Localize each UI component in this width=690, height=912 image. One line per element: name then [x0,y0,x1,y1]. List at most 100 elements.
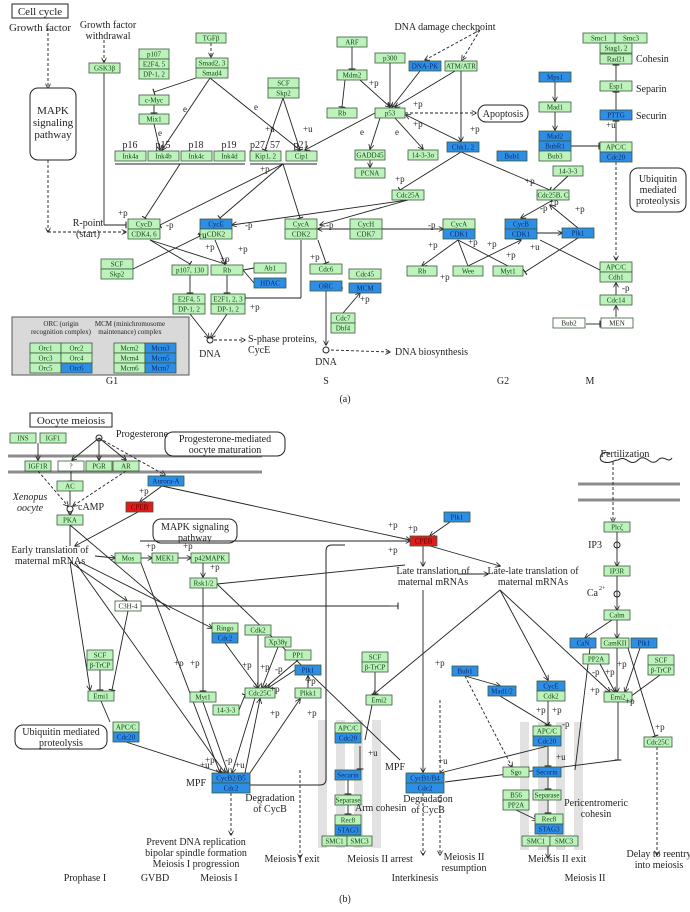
gene-box[interactable] [599,151,633,163]
gene-node-a-rb2[interactable]: Rb [210,264,244,276]
gene-box[interactable] [354,167,386,179]
gene-node-b-igf1r[interactable]: IGF1R [24,460,52,472]
gene-node-b-q[interactable]: ? [57,460,85,472]
gene-node-l-mcm5[interactable]: Mcm5 [144,352,177,364]
gene-node-a-gsk3b[interactable]: GSK3β [88,62,121,74]
gene-node-b-smc3b[interactable]: SMC3 [549,835,579,847]
gene-box[interactable] [599,80,633,92]
gene-node-a-cip[interactable]: Cip1 [285,150,318,162]
gene-node-l-mcm4[interactable]: Mcm4 [113,352,146,364]
gene-box[interactable] [213,150,246,162]
gene-box[interactable] [253,277,287,289]
gene-box[interactable] [496,150,528,162]
gene-node-b-cdk2[interactable]: Cdk2 [244,624,272,636]
gene-box[interactable] [24,460,52,472]
gene-box[interactable] [536,690,566,702]
gene-box[interactable] [56,514,84,526]
gene-box[interactable] [86,659,114,671]
gene-box[interactable] [405,782,445,794]
gene-box[interactable] [534,823,564,835]
gene-node-b-ar[interactable]: AR [112,460,140,472]
gene-node-a-cdc14[interactable]: Cdc14 [599,294,633,306]
gene-box[interactable] [536,189,570,201]
gene-node-b-can[interactable]: CaN [569,637,597,649]
gene-node-b-camkii[interactable]: CamKII [600,637,630,649]
gene-node-b-sgo[interactable]: Sgo [502,766,530,778]
gene-box[interactable] [643,736,673,748]
gene-node-b-cdc25c1[interactable]: Cdc25C [244,687,276,699]
gene-box[interactable] [532,735,562,747]
gene-box[interactable] [9,432,37,444]
gene-node-b-mek1[interactable]: MEK1 [151,552,179,564]
gene-node-a-e2f123[interactable]: E2F1, 2, 3DP-1, 2 [210,293,246,315]
gene-box[interactable] [309,263,343,275]
gene-box[interactable] [442,228,476,240]
gene-box[interactable] [195,32,227,44]
gene-box[interactable] [199,228,233,240]
gene-node-a-atm[interactable]: ATM/ATR [444,60,478,72]
gene-box[interactable] [284,649,312,661]
gene-box[interactable] [138,113,170,125]
gene-node-a-rad21[interactable]: Rad21 [599,53,633,65]
gene-box[interactable] [114,150,147,162]
gene-node-a-ink4b[interactable]: Ink4b [147,150,180,162]
gene-node-b-smc3a[interactable]: SMC3 [346,835,373,847]
gene-node-b-emi2b[interactable]: Emi2 [603,691,633,703]
gene-node-a-rb1[interactable]: Rb [326,107,358,119]
gene-box[interactable] [336,36,368,48]
gene-node-b-emi2a[interactable]: Emi2 [365,694,393,706]
gene-box[interactable] [406,265,438,277]
gene-box[interactable] [39,432,67,444]
gene-box[interactable] [552,317,586,329]
gene-box[interactable] [599,109,633,121]
gene-box[interactable] [538,150,572,162]
gene-node-a-cdc25bc[interactable]: Cdc25B, C [536,189,570,201]
gene-box[interactable] [334,824,362,836]
gene-box[interactable] [600,317,634,329]
gene-node-b-cdc25c2[interactable]: Cdc25C [643,736,673,748]
gene-box[interactable] [630,637,658,649]
gene-node-b-p42[interactable]: p42MAPK [190,552,230,564]
gene-box[interactable] [365,694,393,706]
gene-node-b-separase2[interactable]: Separase [532,789,562,801]
map-link-mapk-b[interactable] [152,518,238,544]
gene-node-a-cdc6[interactable]: Cdc6 [309,263,343,275]
gene-box[interactable] [600,637,630,649]
gene-node-b-mad12[interactable]: Mad1/2 [487,685,517,697]
gene-node-a-pttg[interactable]: PTTG [599,109,633,121]
gene-node-a-cmyc[interactable]: c-Myc [138,94,170,106]
gene-node-b-ip3r[interactable]: IP3R [603,565,631,577]
gene-box[interactable] [443,511,471,523]
gene-box[interactable] [334,794,362,806]
gene-box[interactable] [284,228,318,240]
gene-box[interactable] [244,624,272,636]
gene-box[interactable] [210,264,244,276]
gene-node-a-dnapk[interactable]: DNA-PK [408,60,442,72]
gene-node-a-p53[interactable]: p53 [374,107,406,119]
gene-box[interactable] [180,150,213,162]
gene-box[interactable] [56,480,84,492]
gene-node-l-orc6[interactable]: Orc6 [60,362,93,374]
gene-box[interactable] [195,67,229,79]
gene-box[interactable] [190,552,230,564]
gene-node-b-1433[interactable]: 14-3-3 [212,704,240,716]
gene-box[interactable] [348,268,382,280]
gene-box[interactable] [264,636,292,648]
gene-node-b-plcz[interactable]: Plcζ [603,521,631,533]
gene-node-a-mix1[interactable]: Mix1 [138,113,170,125]
gene-box[interactable] [349,228,383,240]
gene-node-a-gadd45[interactable]: GADD45 [354,149,386,161]
gene-box[interactable] [244,687,276,699]
